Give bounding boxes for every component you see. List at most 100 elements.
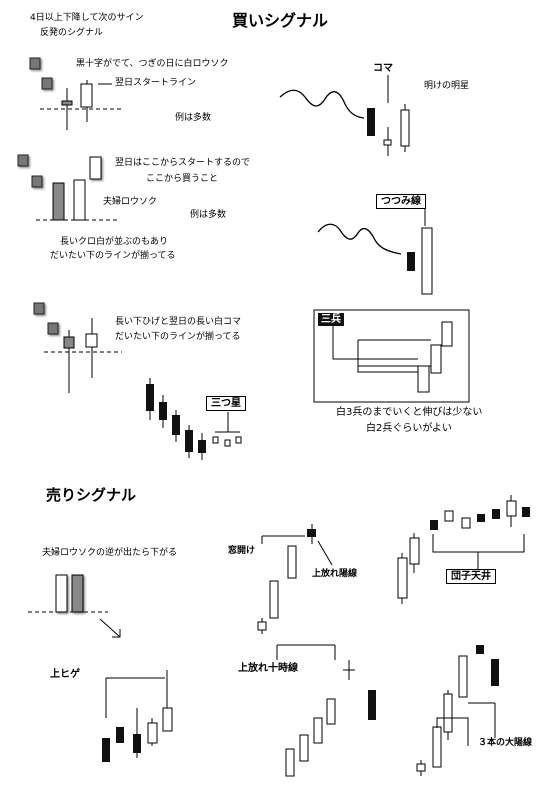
star-down-3 [172, 415, 180, 435]
engulfed-black [407, 252, 415, 271]
down-square-3 [17, 154, 29, 167]
uwa-yosen-label: 上放れ陽線 [312, 569, 358, 579]
madoake-label: 窓開け [228, 546, 256, 556]
sanbon-label: ３本の大陽線 [478, 738, 533, 748]
down-square-1 [29, 57, 41, 70]
star-3 [235, 436, 242, 444]
block-gap-up [257, 524, 333, 634]
block-morning-star [279, 75, 410, 156]
bottom-aligned-2: だいたい下のラインが揃ってる [115, 332, 241, 342]
rise-candle-2 [116, 727, 124, 743]
dango-bracket [432, 534, 525, 553]
down-square-5 [33, 302, 45, 315]
dango-rise-1 [397, 557, 408, 599]
star-1 [212, 436, 219, 444]
doji-rise-3 [313, 717, 323, 744]
rise-candle-3 [133, 734, 141, 753]
reverse-white-candle [55, 574, 68, 613]
many-examples-1: 例は多数 [175, 113, 212, 123]
long-black-white-label: 長いクロ白が並ぶのもあり [60, 237, 169, 247]
top-black-2 [491, 659, 499, 686]
tsutsumi-label: つつみ線 [376, 194, 426, 209]
star-down-4 [185, 430, 193, 452]
dango-3 [461, 517, 471, 529]
doji-rise-4 [326, 698, 336, 725]
long-black-candle [52, 182, 65, 221]
uwa-jujisen-label: 上放れ十時線 [238, 663, 298, 674]
down-square-4 [31, 175, 43, 188]
dango-6 [506, 500, 517, 517]
star-down-1 [146, 384, 154, 411]
block-dango-top [397, 495, 530, 604]
cross-caption: 黒十字がでて、つぎの日に白ロウソク [76, 59, 229, 69]
soldier-1 [417, 365, 430, 393]
morning-star-label: 明けの明星 [424, 81, 470, 91]
block-reverse-couple [28, 574, 121, 638]
star-down-5 [198, 440, 206, 453]
reverse-black-candle [71, 574, 84, 613]
reverse-couple-label: 夫婦ロウソクの逆が出たら下がる [42, 548, 178, 558]
big-white-1 [432, 726, 442, 768]
gap-top-candle [307, 529, 316, 537]
intro-line-1: 4日以上下降して次のサイン [30, 13, 144, 23]
morning-star-white [400, 109, 410, 147]
long-shadow-label: 長い下ひげと翌日の長い白コマ [115, 317, 242, 327]
gap-candle-2 [269, 580, 279, 619]
morning-star-koma [383, 139, 392, 146]
dango-7 [522, 507, 530, 517]
downtrend-curve-2 [317, 223, 402, 255]
dango-2 [444, 510, 454, 522]
sanpei-note-1: 白3兵のまでいくと伸びは少ない [336, 407, 483, 418]
down-arrow-head [112, 629, 121, 638]
next-day-white-candle [89, 156, 102, 180]
koma-label: コマ [373, 63, 393, 74]
doji-drop-black [368, 690, 376, 720]
intro-line-2: 反発のシグナル [40, 28, 104, 38]
block-cross-white [29, 57, 122, 130]
big-white-3 [458, 655, 468, 698]
soldier-bracket-1 [332, 325, 418, 360]
block-couple-candle [17, 154, 118, 221]
soldier-2 [430, 344, 442, 374]
top-black-1 [476, 645, 484, 654]
sanpei-note-2: 白2兵ぐらいがよい [366, 423, 452, 434]
engulfing-white [421, 227, 433, 295]
white-koma-candle [85, 333, 98, 348]
doji-rise-2 [299, 734, 309, 762]
down-arrow-shaft [99, 618, 121, 638]
block-engulfing [317, 206, 433, 295]
dango-4 [477, 514, 485, 522]
start-line-label: 翌日スタートライン [115, 78, 197, 88]
block-three-stars [146, 378, 242, 460]
star-down-2 [159, 402, 167, 420]
star-2 [224, 439, 231, 447]
white-candle [80, 83, 93, 108]
mitsuboshi-label: 三つ星 [206, 396, 246, 411]
couple-candle-label: 夫婦ロウソク [103, 197, 158, 207]
big-white-0 [416, 763, 426, 772]
hammer-candle [63, 336, 75, 349]
block-upper-shadow [102, 670, 173, 762]
rise-candle-4 [147, 722, 158, 744]
kamihige-label: 上ヒゲ [50, 669, 80, 680]
start-here-label: 翌日はここからスタートするので [115, 158, 251, 168]
buy-here-label: ここから買うこと [146, 174, 219, 184]
buy-signal-title: 買いシグナル [232, 11, 329, 30]
dango-5 [492, 509, 500, 519]
long-white-candle [73, 179, 86, 221]
block-three-big-white [416, 645, 499, 776]
black-cross-candle [61, 100, 73, 106]
block-long-shadow [33, 302, 122, 393]
sell-signal-title: 売りシグナル [46, 486, 137, 504]
downtrend-curve-1 [279, 89, 365, 119]
dango-label: 団子天井 [446, 569, 496, 584]
doji-rise-1 [285, 748, 295, 777]
down-square-2 [41, 77, 53, 90]
dango-rise-2 [409, 537, 420, 565]
gap-candle-3 [287, 545, 297, 579]
upper-shadow-candle [162, 707, 173, 732]
gap-candle-1 [257, 621, 267, 631]
big-white-2 [443, 693, 453, 733]
big-white-bracket [436, 717, 469, 746]
